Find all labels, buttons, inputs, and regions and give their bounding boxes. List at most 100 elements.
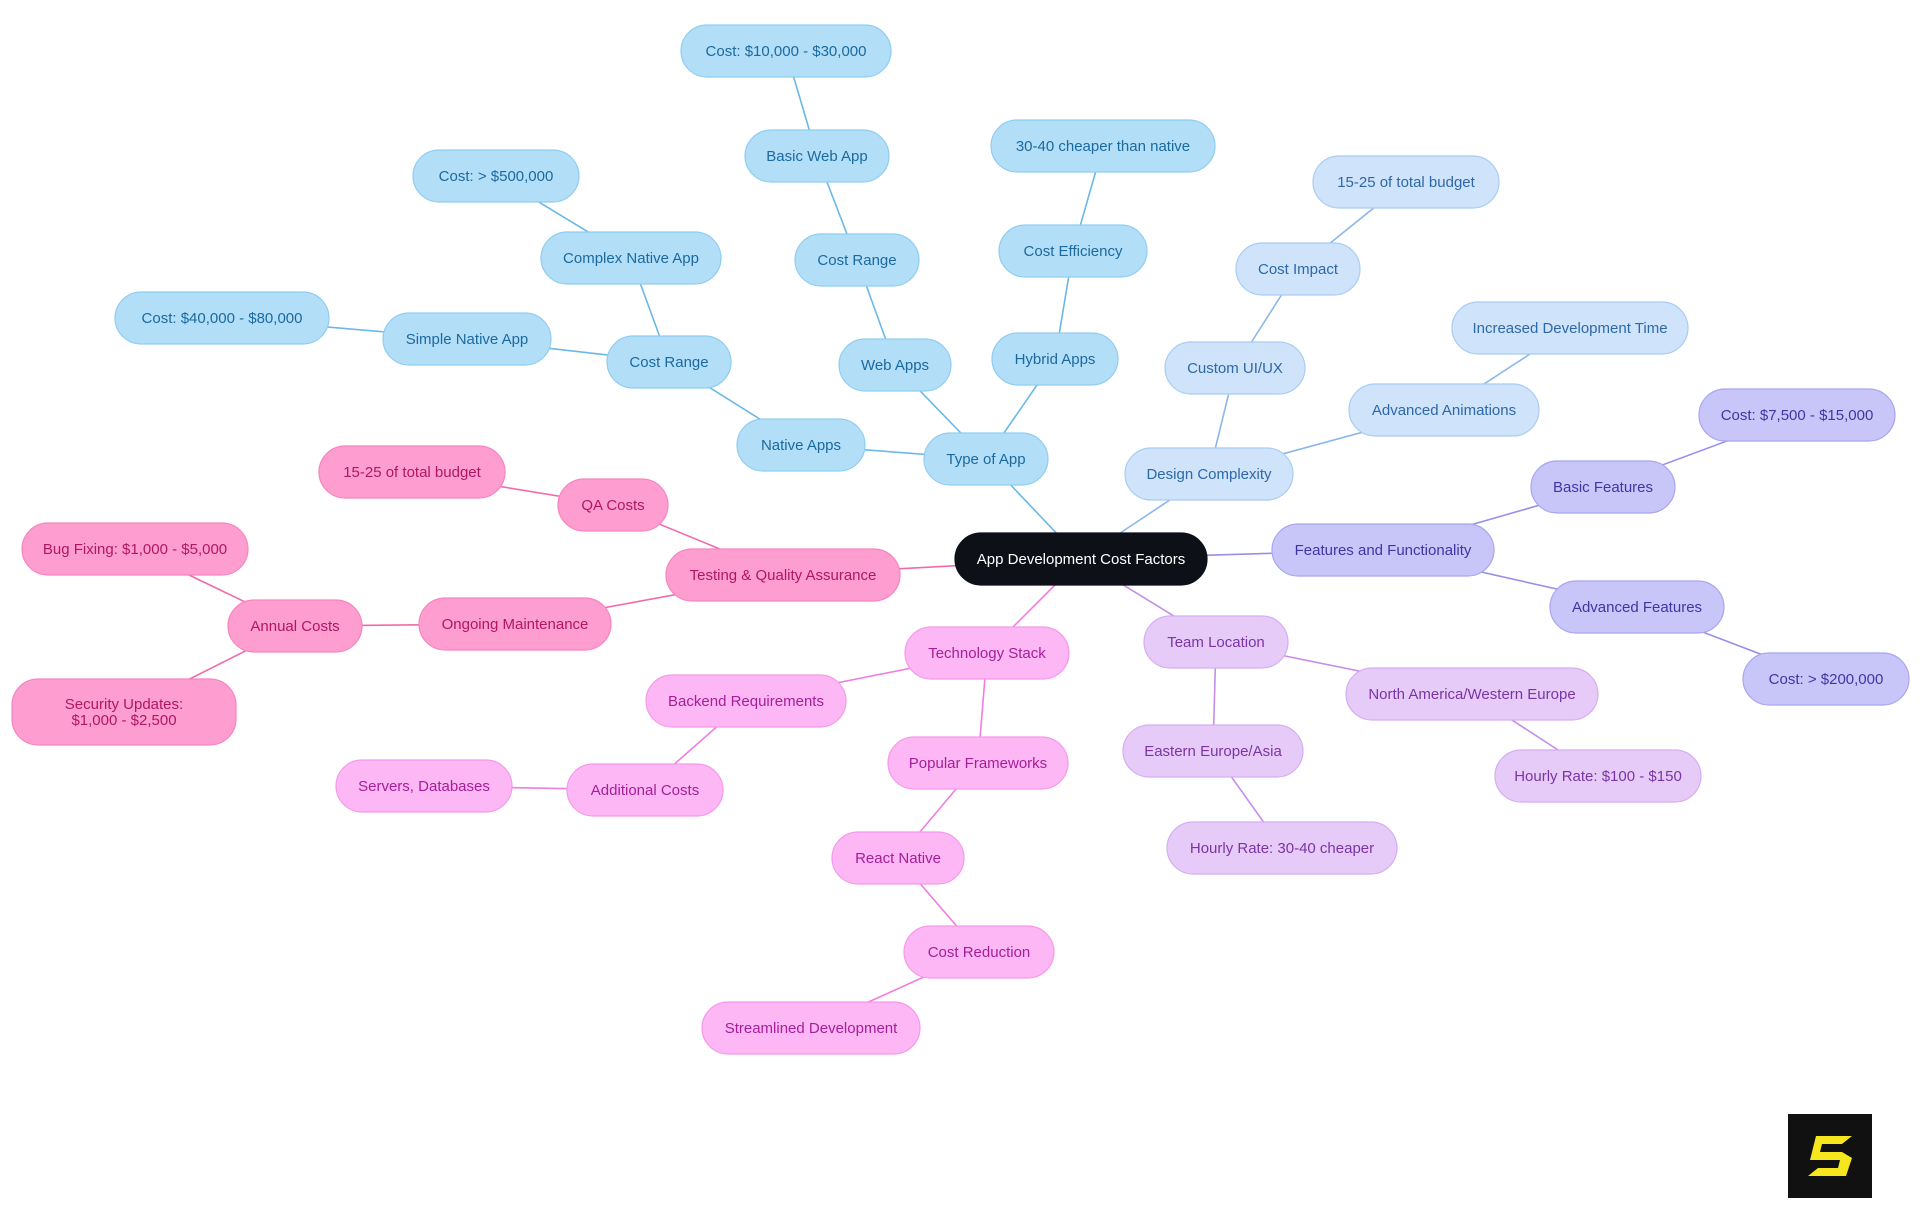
node-box bbox=[1345, 667, 1599, 721]
node-box bbox=[566, 763, 724, 817]
node-qa-costs[interactable]: QA Costs bbox=[557, 478, 669, 532]
node-complex-native-cost[interactable]: Cost: > $500,000 bbox=[412, 149, 580, 203]
node-label: Features and Functionality bbox=[1295, 542, 1472, 559]
node-simple-native-cost[interactable]: Cost: $40,000 - $80,000 bbox=[114, 291, 330, 345]
node-label: Basic Features bbox=[1553, 479, 1653, 496]
node-label: QA Costs bbox=[581, 497, 644, 514]
node-box bbox=[606, 335, 732, 389]
node-label: North America/Western Europe bbox=[1368, 686, 1575, 703]
node-security-updates[interactable]: Security Updates:$1,000 - $2,500 bbox=[11, 678, 237, 746]
node-web-cost-range[interactable]: Cost Range bbox=[794, 233, 920, 287]
node-box bbox=[418, 597, 612, 651]
node-react-native[interactable]: React Native bbox=[831, 831, 965, 885]
node-ee-hourly-rate[interactable]: Hourly Rate: 30-40 cheaper bbox=[1166, 821, 1398, 875]
node-additional-costs[interactable]: Additional Costs bbox=[566, 763, 724, 817]
node-box bbox=[540, 231, 722, 285]
node-label: Backend Requirements bbox=[668, 693, 824, 710]
node-box bbox=[990, 119, 1216, 173]
node-basic-web-app[interactable]: Basic Web App bbox=[744, 129, 890, 183]
node-box bbox=[1122, 724, 1304, 778]
node-label: 15-25 of total budget bbox=[1337, 174, 1475, 191]
node-label: Increased Development Time bbox=[1472, 320, 1667, 337]
node-web-apps[interactable]: Web Apps bbox=[838, 338, 952, 392]
node-box bbox=[701, 1001, 921, 1055]
node-advanced-features-cost[interactable]: Cost: > $200,000 bbox=[1742, 652, 1910, 706]
node-box bbox=[1312, 155, 1500, 209]
node-box bbox=[1164, 341, 1306, 395]
node-design-complexity[interactable]: Design Complexity bbox=[1124, 447, 1294, 501]
node-label: Type of App bbox=[946, 451, 1025, 468]
node-box bbox=[998, 224, 1148, 278]
node-label: 15-25 of total budget bbox=[343, 464, 481, 481]
node-eastern-europe-asia[interactable]: Eastern Europe/Asia bbox=[1122, 724, 1304, 778]
node-box bbox=[1166, 821, 1398, 875]
node-label: App Development Cost Factors bbox=[977, 551, 1185, 568]
node-box bbox=[831, 831, 965, 885]
brand-logo bbox=[1788, 1114, 1872, 1198]
node-features-functionality[interactable]: Features and Functionality bbox=[1271, 523, 1495, 577]
node-label: Cost: > $500,000 bbox=[439, 168, 554, 185]
node-cheaper-than-native[interactable]: 30-40 cheaper than native bbox=[990, 119, 1216, 173]
node-label: Cost: > $200,000 bbox=[1769, 671, 1884, 688]
node-technology-stack[interactable]: Technology Stack bbox=[904, 626, 1070, 680]
node-bug-fixing[interactable]: Bug Fixing: $1,000 - $5,000 bbox=[21, 522, 249, 576]
node-custom-ui-ux[interactable]: Custom UI/UX bbox=[1164, 341, 1306, 395]
node-hybrid-apps[interactable]: Hybrid Apps bbox=[991, 332, 1119, 386]
node-box bbox=[114, 291, 330, 345]
node-box bbox=[1143, 615, 1289, 669]
node-increased-dev-time[interactable]: Increased Development Time bbox=[1451, 301, 1689, 355]
node-box bbox=[1549, 580, 1725, 634]
node-label: Complex Native App bbox=[563, 250, 699, 267]
node-label: Eastern Europe/Asia bbox=[1144, 743, 1282, 760]
node-box bbox=[838, 338, 952, 392]
node-design-cost-impact[interactable]: Cost Impact bbox=[1235, 242, 1361, 296]
node-label: Streamlined Development bbox=[725, 1020, 898, 1037]
node-box bbox=[227, 599, 363, 653]
node-box bbox=[1742, 652, 1910, 706]
node-basic-features[interactable]: Basic Features bbox=[1530, 460, 1676, 514]
node-simple-native-app[interactable]: Simple Native App bbox=[382, 312, 552, 366]
node-ongoing-maintenance[interactable]: Ongoing Maintenance bbox=[418, 597, 612, 651]
node-box bbox=[335, 759, 513, 813]
node-label: Ongoing Maintenance bbox=[442, 616, 589, 633]
node-advanced-features[interactable]: Advanced Features bbox=[1549, 580, 1725, 634]
node-native-apps[interactable]: Native Apps bbox=[736, 418, 866, 472]
node-label: Web Apps bbox=[861, 357, 929, 374]
node-label: Native Apps bbox=[761, 437, 841, 454]
node-native-cost-range[interactable]: Cost Range bbox=[606, 335, 732, 389]
brand-s-logo-icon bbox=[1808, 1136, 1852, 1176]
node-basic-web-cost[interactable]: Cost: $10,000 - $30,000 bbox=[680, 24, 892, 78]
node-testing-qa[interactable]: Testing & Quality Assurance bbox=[665, 548, 901, 602]
node-label: Annual Costs bbox=[250, 618, 339, 635]
node-label: Hybrid Apps bbox=[1015, 351, 1096, 368]
node-annual-costs[interactable]: Annual Costs bbox=[227, 599, 363, 653]
node-label: Team Location bbox=[1167, 634, 1265, 651]
node-label: Cost Reduction bbox=[928, 944, 1031, 961]
node-box bbox=[954, 532, 1208, 586]
node-cost-efficiency[interactable]: Cost Efficiency bbox=[998, 224, 1148, 278]
node-popular-frameworks[interactable]: Popular Frameworks bbox=[887, 736, 1069, 790]
node-box bbox=[887, 736, 1069, 790]
node-cost-reduction[interactable]: Cost Reduction bbox=[903, 925, 1055, 979]
node-complex-native-app[interactable]: Complex Native App bbox=[540, 231, 722, 285]
node-label: Cost: $40,000 - $80,000 bbox=[142, 310, 303, 327]
node-na-hourly-rate[interactable]: Hourly Rate: $100 - $150 bbox=[1494, 749, 1702, 803]
node-advanced-animations[interactable]: Advanced Animations bbox=[1348, 383, 1540, 437]
node-box bbox=[991, 332, 1119, 386]
node-qa-budget-share[interactable]: 15-25 of total budget bbox=[318, 445, 506, 499]
node-servers-databases[interactable]: Servers, Databases bbox=[335, 759, 513, 813]
node-streamlined-development[interactable]: Streamlined Development bbox=[701, 1001, 921, 1055]
node-box bbox=[21, 522, 249, 576]
node-basic-features-cost[interactable]: Cost: $7,500 - $15,000 bbox=[1698, 388, 1896, 442]
node-team-location[interactable]: Team Location bbox=[1143, 615, 1289, 669]
node-design-budget-share[interactable]: 15-25 of total budget bbox=[1312, 155, 1500, 209]
node-box bbox=[923, 432, 1049, 486]
node-backend-requirements[interactable]: Backend Requirements bbox=[645, 674, 847, 728]
node-north-america-europe[interactable]: North America/Western Europe bbox=[1345, 667, 1599, 721]
node-box bbox=[557, 478, 669, 532]
node-type-of-app[interactable]: Type of App bbox=[923, 432, 1049, 486]
root-node[interactable]: App Development Cost Factors bbox=[954, 532, 1208, 586]
node-label: 30-40 cheaper than native bbox=[1016, 138, 1190, 155]
